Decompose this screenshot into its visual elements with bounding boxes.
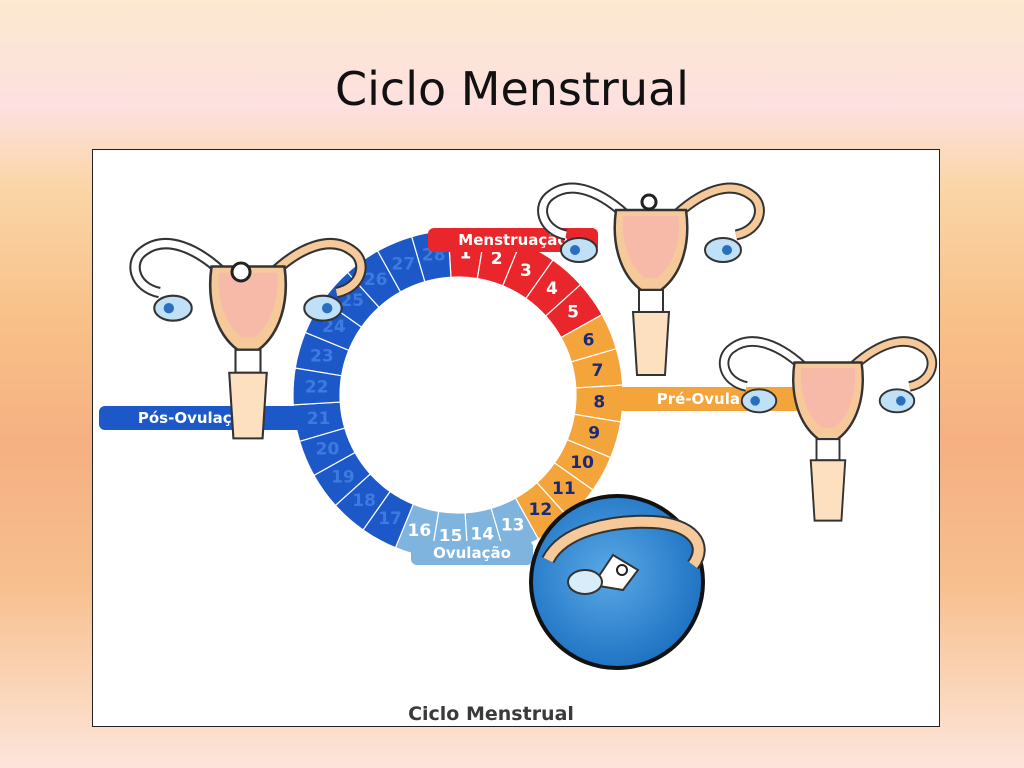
day-label-21: 21 [307, 409, 331, 429]
follicle-icon [640, 193, 658, 211]
day-label-10: 10 [570, 453, 594, 473]
day-label-9: 9 [588, 424, 600, 444]
tag-ovulation-label: Ovulação [433, 544, 511, 562]
day-label-23: 23 [310, 346, 334, 366]
day-label-3: 3 [520, 261, 532, 281]
tag-post-ovulation-label: Pós-Ovulação [138, 409, 252, 427]
diagram-caption: Ciclo Menstrual [408, 703, 574, 725]
day-label-11: 11 [552, 479, 576, 499]
day-label-14: 14 [470, 524, 494, 544]
tag-pre-ovulation: Pré-Ovulação [618, 387, 808, 411]
corpus-luteum-icon [230, 261, 252, 283]
ovulation-zoom-icon [529, 494, 706, 670]
day-label-4: 4 [546, 279, 558, 299]
day-label-7: 7 [591, 361, 603, 381]
day-label-5: 5 [567, 303, 579, 323]
day-label-16: 16 [408, 521, 432, 541]
day-label-12: 12 [528, 500, 552, 520]
day-label-22: 22 [305, 378, 329, 398]
slide-title: Ciclo Menstrual [335, 62, 689, 116]
day-label-17: 17 [378, 509, 402, 529]
tag-menstruation-label: Menstruação [458, 231, 567, 249]
day-label-24: 24 [322, 317, 346, 337]
uterus-pre-ovulation-icon [724, 342, 932, 521]
day-label-2: 2 [491, 249, 503, 269]
day-label-19: 19 [331, 467, 355, 487]
day-label-18: 18 [352, 491, 376, 511]
day-label-8: 8 [593, 392, 605, 412]
day-label-1: 1 [459, 244, 471, 264]
tag-ovulation: Ovulação [411, 541, 533, 565]
day-label-27: 27 [392, 254, 416, 274]
day-label-25: 25 [340, 291, 364, 311]
day-label-26: 26 [364, 270, 388, 290]
day-label-13: 13 [501, 516, 525, 536]
day-label-6: 6 [583, 330, 595, 350]
day-label-20: 20 [316, 440, 340, 460]
tag-pre-ovulation-label: Pré-Ovulação [657, 390, 770, 408]
tag-post-ovulation: Pós-Ovulação [99, 406, 303, 430]
